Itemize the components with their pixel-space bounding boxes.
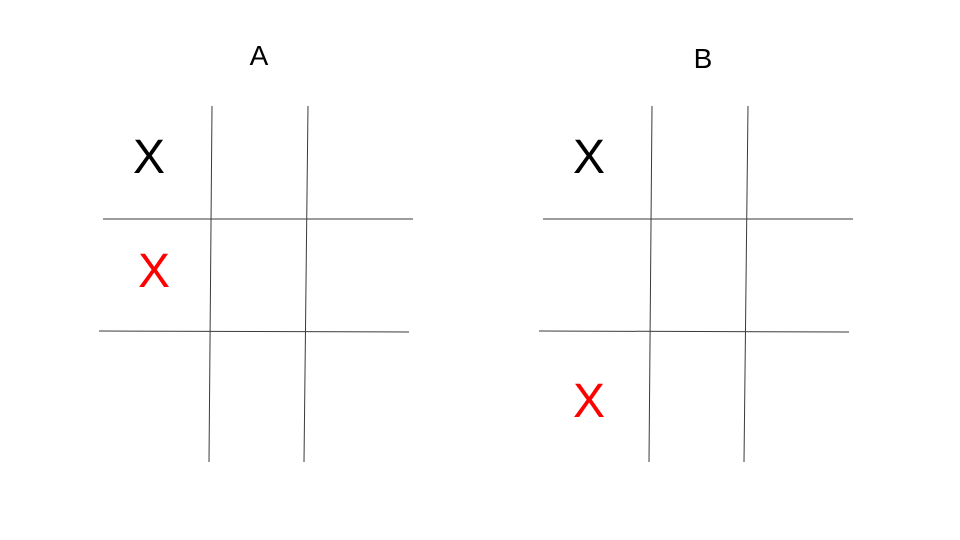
board-b-horizontal-line-2 [538, 330, 850, 333]
board-a-label: A [249, 40, 269, 71]
board-a-vertical-line-2 [303, 105, 309, 463]
board-b-vertical-line-1 [648, 105, 653, 463]
board-b-mark-top-left: X [572, 131, 606, 184]
board-a-vertical-line-1 [208, 105, 213, 463]
board-b-label: B [693, 43, 713, 74]
board-b-mark-bottom-left: X [572, 375, 606, 428]
board-a-grid [98, 105, 413, 463]
board-a-horizontal-line-2 [98, 330, 410, 333]
board-a-mark-top-left: X [132, 131, 166, 184]
board-b-grid [538, 105, 853, 463]
board-a-mark-middle-left: X [137, 245, 171, 298]
board-b-vertical-line-2 [743, 105, 749, 463]
